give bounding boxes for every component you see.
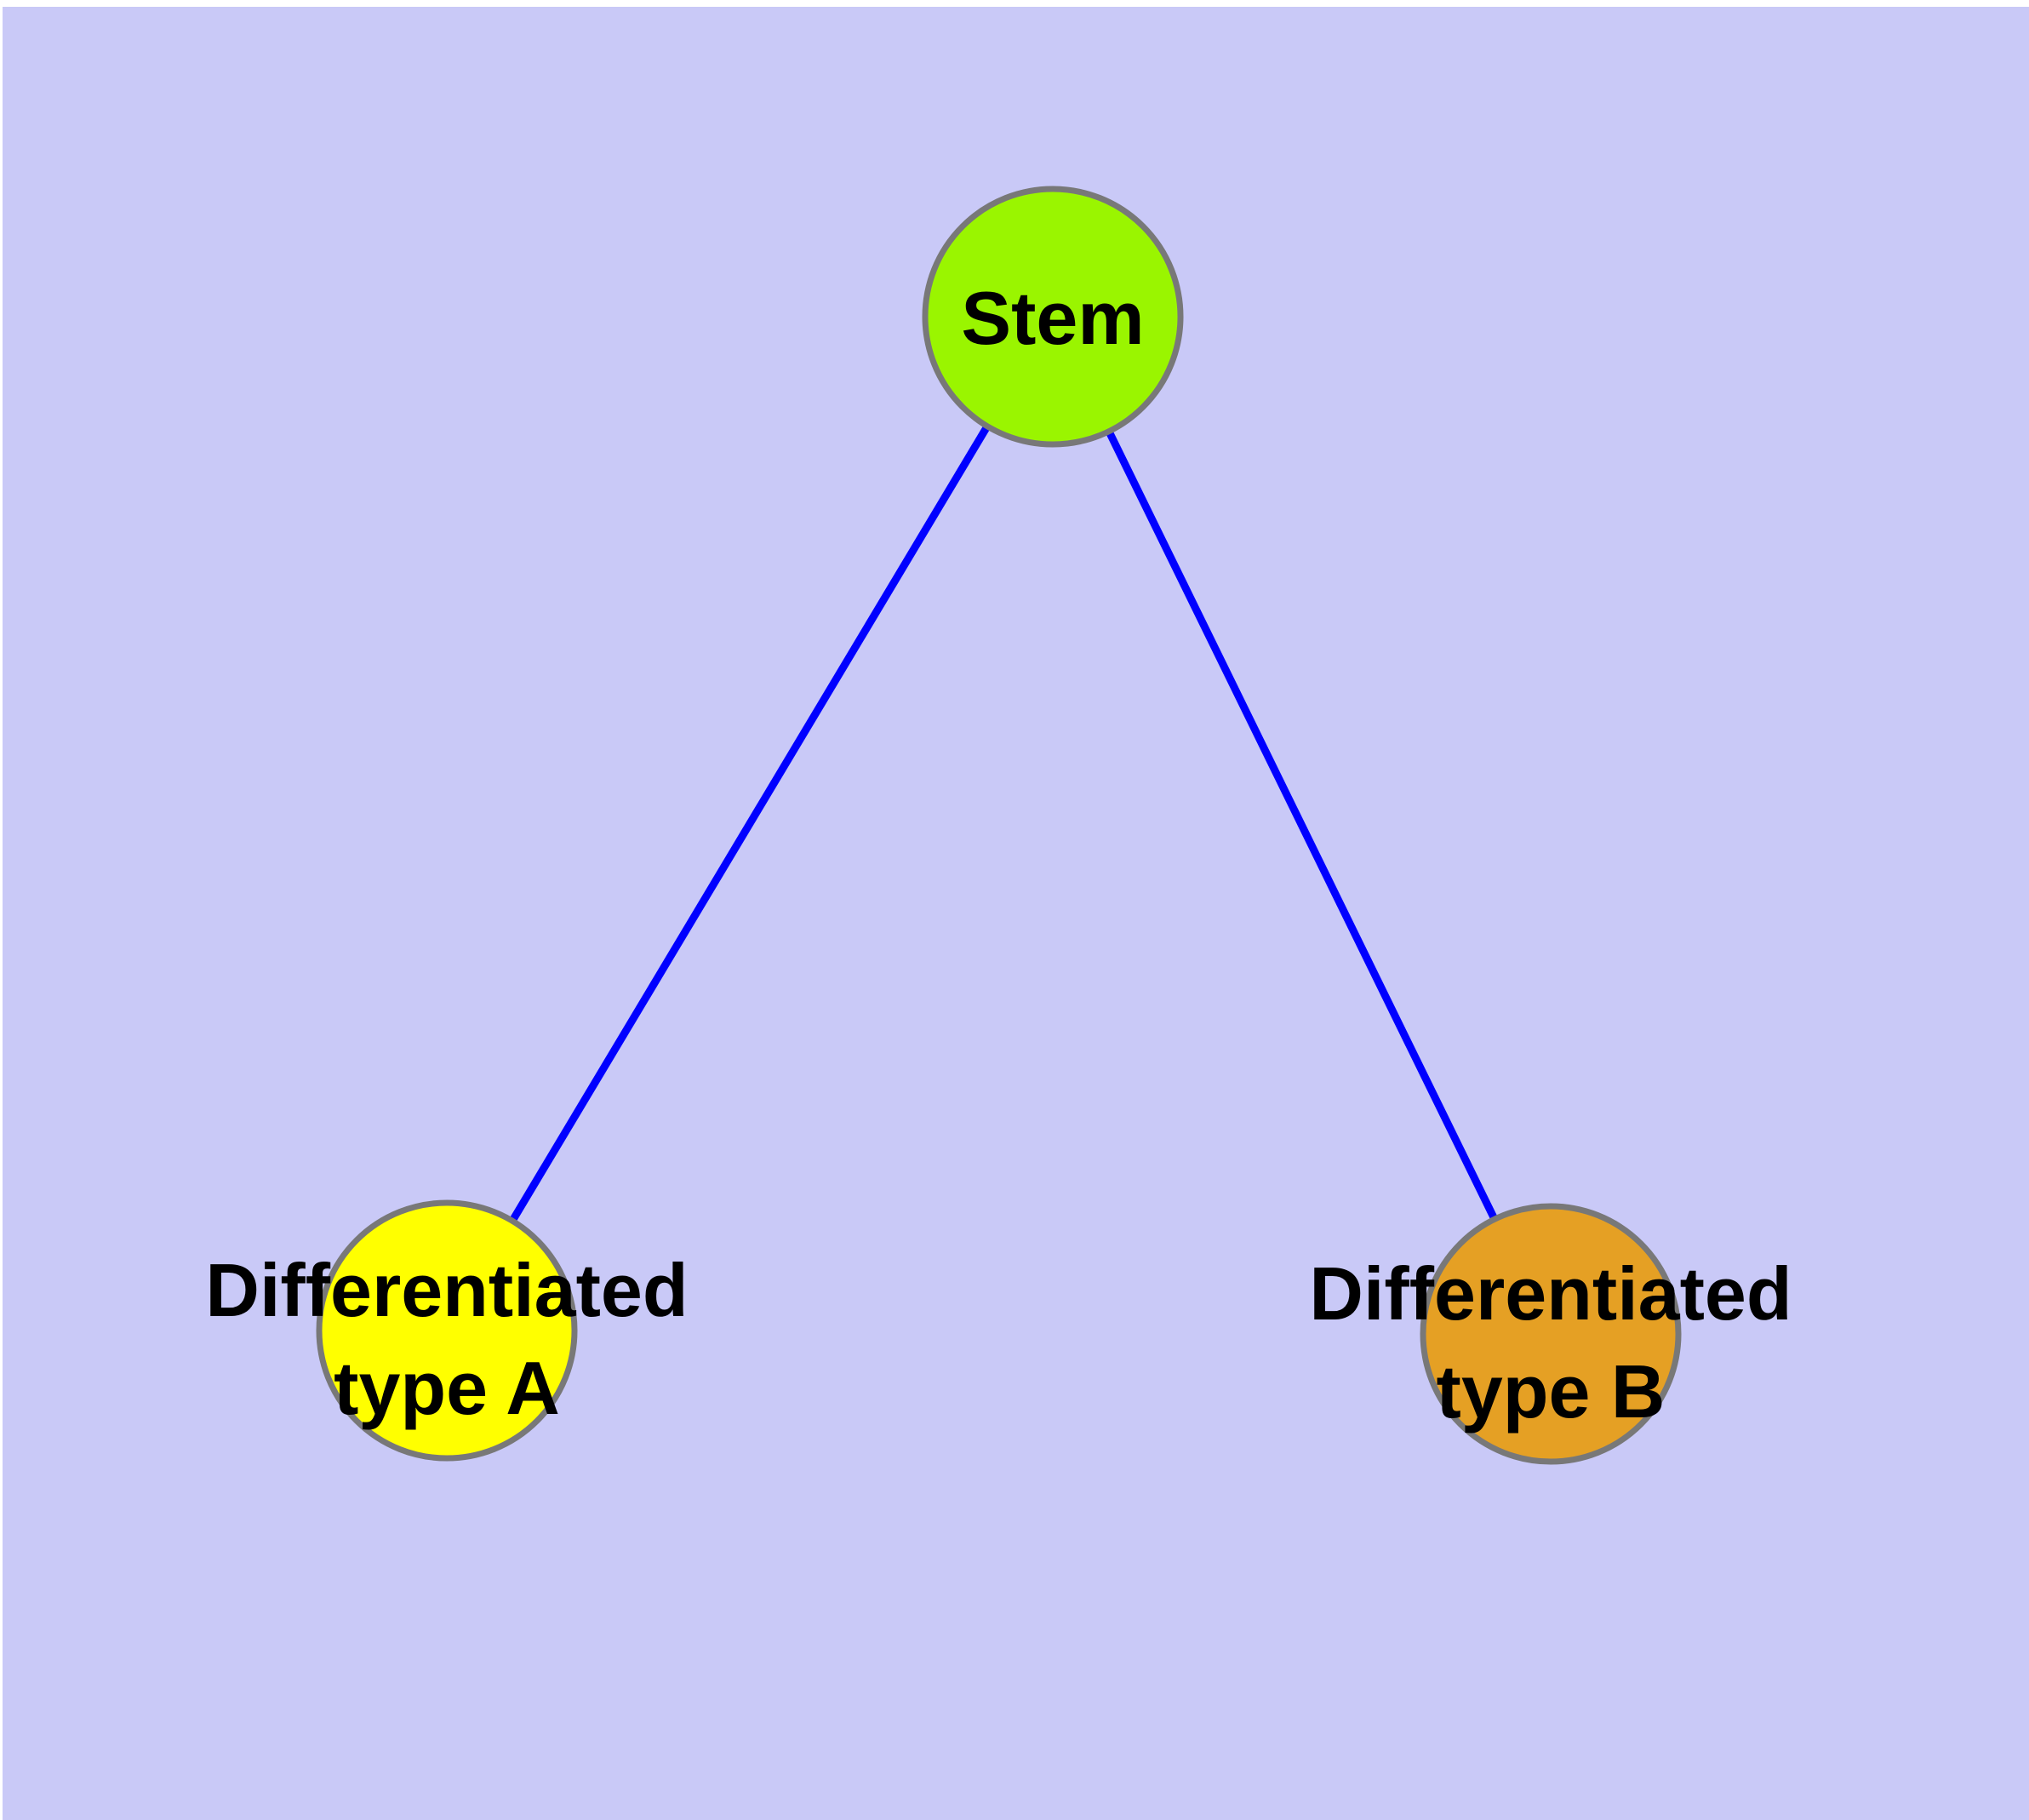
edge-stem-diff-b <box>1049 315 1555 1336</box>
node-label-diff-b: Differentiated type B <box>1309 1251 1792 1434</box>
node-label-line: Differentiated <box>205 1248 688 1332</box>
node-label-line: type B <box>1437 1349 1666 1434</box>
node-label-line: Stem <box>961 276 1144 360</box>
node-diff-b[interactable] <box>1420 1203 1682 1465</box>
node-diff-a[interactable] <box>316 1199 578 1462</box>
edges-layer <box>443 314 1555 1336</box>
node-label-line: Differentiated <box>1309 1251 1792 1336</box>
edge-stem-diff-a <box>443 314 1056 1333</box>
node-label-line: type A <box>334 1346 560 1430</box>
nodes-layer <box>316 186 1682 1465</box>
node-label-diff-a: Differentiated type A <box>205 1248 688 1430</box>
node-label-stem: Stem <box>961 276 1144 360</box>
node-stem[interactable] <box>922 186 1184 448</box>
